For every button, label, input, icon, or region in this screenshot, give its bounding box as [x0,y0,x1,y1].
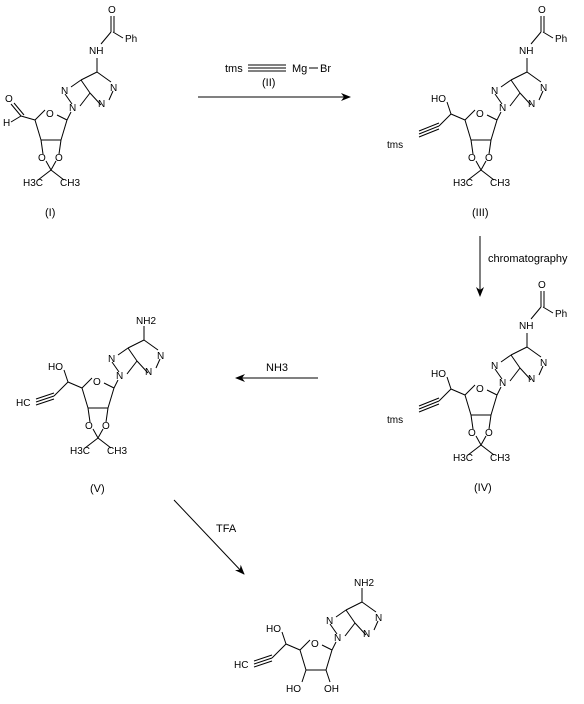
carbonyl-oxygen: O [538,5,546,16]
purine-n1: N [157,351,164,362]
amide-nh: NH [89,46,103,57]
ring-oxygen: O [476,109,484,120]
compound-III: HO tms O O O H3C CH3 N N N N NH O Ph (II… [387,5,567,219]
methyl-left: H3C [23,178,43,189]
compound-I: O H O O O H3C CH3 N N N N NH O Ph (I) [3,5,137,219]
acetonide-oxygen-right: O [485,153,493,164]
compound-label: (I) [45,207,55,219]
purine-n7: N [326,616,333,627]
amine-nh2: NH2 [354,578,374,589]
amide-nh: NH [519,46,533,57]
purine-n3: N [145,367,152,378]
step3-reagent: NH3 [266,362,288,374]
purine-n7: N [61,86,68,97]
terminal-alkyne: HC [16,398,30,409]
purine-n9: N [69,103,76,114]
step3-label: NH3 [266,362,288,374]
purine-n7: N [108,354,115,365]
purine-n1: N [540,83,547,94]
grignard-br: Br [320,63,331,75]
compound-label: (III) [472,207,489,219]
tms-group: tms [387,415,403,426]
hydroxyl: HO [266,624,281,635]
purine-n9: N [116,371,123,382]
acetonide-oxygen-left: O [468,153,476,164]
grignard-tms: tms [225,63,243,75]
arrow-step4 [173,499,245,575]
carbonyl-oxygen: O [108,5,116,16]
methyl-right: CH3 [490,453,510,464]
acetonide-oxygen-right: O [55,153,63,164]
acetonide-oxygen-left: O [38,153,46,164]
diol-hydroxyl-left: HO [286,684,301,695]
acetonide-oxygen-left: O [468,428,476,439]
ring-oxygen: O [46,109,54,120]
purine-n3: N [98,99,105,110]
acetonide-oxygen-right: O [485,428,493,439]
purine-n7: N [491,361,498,372]
step4-label: TFA [216,523,237,535]
purine-n1: N [540,358,547,369]
purine-n3: N [528,99,535,110]
ring-oxygen: O [311,639,319,650]
acetonide-oxygen-right: O [102,421,110,432]
phenyl: Ph [555,309,567,320]
compound-label: (IV) [474,482,492,494]
methyl-right: CH3 [490,178,510,189]
purine-n1: N [110,83,117,94]
methyl-left: H3C [70,446,90,457]
step2-label: chromatography [488,253,568,265]
carbonyl-oxygen: O [538,280,546,291]
purine-n9: N [499,103,506,114]
final-product: HO HC NH2 O HO OH N N N N [234,578,382,695]
purine-n9: N [499,378,506,389]
reagent-grignard: tms Mg Br (II) [225,63,331,89]
purine-n9: N [334,633,341,644]
diol-hydroxyl-right: OH [324,684,339,695]
tms-group: tms [387,140,403,151]
grignard-label: (II) [262,77,275,89]
hydroxyl: HO [48,362,63,373]
hydroxyl: HO [431,369,446,380]
purine-n3: N [363,629,370,640]
ring-oxygen: O [476,384,484,395]
purine-n7: N [491,86,498,97]
compound-label: (V) [90,483,105,495]
aldehyde-hydrogen: H [3,118,10,129]
terminal-alkyne: HC [234,660,248,671]
phenyl: Ph [125,34,137,45]
methyl-left: H3C [453,178,473,189]
hydroxyl: HO [431,94,446,105]
methyl-left: H3C [453,453,473,464]
grignard-mg: Mg [292,63,307,75]
methyl-right: CH3 [60,178,80,189]
purine-n3: N [528,374,535,385]
amide-nh: NH [519,321,533,332]
amine-nh2: NH2 [136,316,156,327]
compound-V: HO HC NH2 O O O H3C CH3 N N N N (V) [16,316,164,495]
phenyl: Ph [555,34,567,45]
compound-IV: HO tms O O O H3C CH3 N N N N NH O Ph (IV… [387,280,567,494]
ring-oxygen: O [93,377,101,388]
methyl-right: CH3 [107,446,127,457]
purine-n1: N [375,613,382,624]
acetonide-oxygen-left: O [85,421,93,432]
aldehyde-oxygen: O [5,94,13,105]
